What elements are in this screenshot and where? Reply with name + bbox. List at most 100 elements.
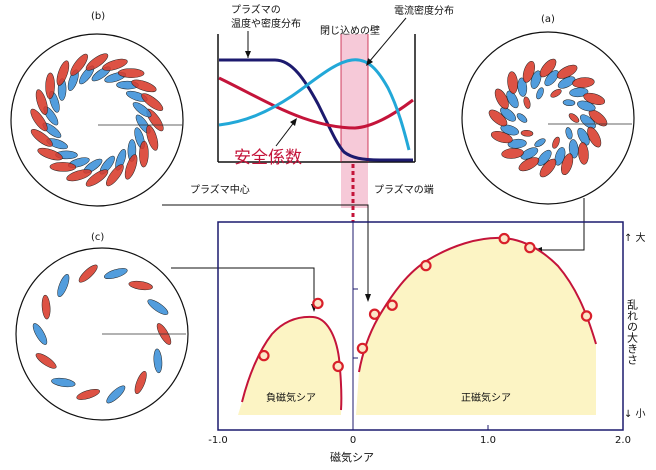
- vortex-blob-red: [35, 89, 48, 115]
- negative-shear-point: [258, 349, 270, 362]
- safety-factor-pointer: [275, 120, 296, 147]
- negative-shear-point: [312, 297, 324, 310]
- negative-shear-fill: [238, 316, 342, 415]
- vortex-blob-blue: [577, 100, 596, 112]
- current-density-arrowhead: [366, 58, 373, 66]
- vortex-blob-red: [56, 60, 70, 86]
- panel-c-label: (c): [91, 232, 104, 243]
- vortex-blob-red: [522, 60, 535, 83]
- x-tick-label: 2.0: [615, 435, 631, 446]
- profile-title-line1: プラズマの: [231, 3, 281, 16]
- positive-shear-point: [420, 259, 432, 272]
- vortex-blob-blue: [104, 268, 128, 280]
- vortex-blob-blue: [57, 273, 70, 298]
- panel-a-outline: [461, 31, 635, 205]
- vortex-blob-red: [124, 154, 138, 180]
- vortex-blob-blue: [500, 124, 519, 136]
- vortex-blob-blue: [577, 127, 590, 146]
- positive-shear-point: [524, 241, 536, 254]
- positive-shear-point: [368, 308, 381, 320]
- vortex-blob-blue: [51, 377, 76, 388]
- vortex-blob-blue: [507, 138, 527, 149]
- connector-lines: プラズマ中心 プラズマの端: [162, 183, 585, 312]
- vortex-blob-blue: [32, 323, 48, 345]
- current-density-label: 電流密度分布: [394, 4, 454, 17]
- panel-b-label: (b): [91, 11, 105, 22]
- vortex-blob-red: [30, 108, 48, 132]
- panel-b-vortices: [30, 53, 164, 187]
- vortex-blob-red: [70, 53, 88, 76]
- vortex-blob-red: [539, 158, 557, 178]
- vortex-panel-c: (c): [15, 232, 189, 421]
- vortex-blob-red: [583, 92, 606, 105]
- vortex-blob-red: [106, 164, 124, 187]
- chart-frame: [217, 221, 624, 431]
- vortex-blob-red: [507, 71, 518, 94]
- vortex-blob-red: [556, 64, 578, 79]
- temperature-density-curve: [219, 58, 413, 162]
- vortex-panel-a: (a): [461, 14, 635, 205]
- positive-shear-point: [498, 232, 510, 245]
- vortex-blob-red: [66, 169, 92, 182]
- vortex-blob-blue: [565, 127, 573, 140]
- vortex-blob-red: [102, 58, 128, 71]
- vortex-blob-red: [45, 72, 55, 100]
- data-markers: [258, 232, 593, 373]
- safety-factor-label: 安全係数: [234, 148, 302, 168]
- vortex-blob-blue: [132, 102, 152, 118]
- vortex-blob-red: [501, 148, 524, 159]
- vortex-blob-red: [488, 109, 508, 127]
- vortex-blob-red: [518, 157, 540, 172]
- negative-shear-label: 負磁気シア: [266, 391, 316, 404]
- vortex-blob-blue: [544, 70, 559, 87]
- plasma-center-arrowhead: [365, 294, 371, 302]
- positive-shear-label: 正磁気シア: [461, 391, 511, 404]
- turbulence-axis-small: ↓ 小: [624, 408, 646, 420]
- x-axis-title: 磁気シア: [330, 450, 374, 464]
- panel-a-label: (a): [541, 14, 555, 25]
- vortex-panel-b: (b): [10, 11, 184, 207]
- vortex-blob-red: [85, 53, 109, 71]
- vortex-blob-red: [49, 162, 77, 172]
- vortex-blob-red: [490, 131, 513, 144]
- vortex-blob-blue: [534, 138, 546, 148]
- vortex-blob-red: [578, 142, 589, 165]
- safety-factor-arrowhead: [290, 118, 297, 126]
- vortex-blob-red: [523, 96, 531, 109]
- vortex-blob-red: [494, 88, 509, 110]
- vortex-blob-blue: [530, 70, 542, 89]
- plasma-center-line: [162, 204, 369, 298]
- vortex-blob-red: [41, 294, 51, 320]
- panel-a-pointer: [538, 198, 585, 251]
- positive-shear-point: [356, 342, 369, 355]
- current-density-pointer: [368, 17, 407, 63]
- vortex-blob-blue: [153, 348, 163, 374]
- turbulence-axis-big: ↑ 大: [624, 231, 646, 244]
- vortex-blob-blue: [500, 107, 517, 122]
- vortex-blob-red: [131, 79, 157, 93]
- panel-c-pointer: [171, 267, 315, 308]
- positive-shear-fill: [356, 237, 596, 415]
- vortex-blob-red: [128, 280, 153, 291]
- x-tick-label: 1.0: [480, 435, 496, 446]
- turbulence-axis-label: 乱れの大きさ: [626, 299, 639, 365]
- vortex-blob-blue: [568, 139, 579, 159]
- vortex-blob-blue: [536, 87, 544, 100]
- profile-title-line2: 温度や密度分布: [231, 17, 301, 30]
- vortex-blob-blue: [557, 76, 576, 89]
- vortex-blob-red: [76, 388, 100, 400]
- plasma-center-label: プラズマ中心: [190, 183, 250, 196]
- vortex-blob-red: [85, 169, 109, 187]
- vortex-blob-red: [78, 264, 98, 283]
- vortex-blob-blue: [569, 87, 589, 98]
- x-tick-label: 0: [350, 435, 356, 446]
- vortex-blob-red: [572, 77, 595, 88]
- vortex-blob-red: [587, 126, 602, 148]
- vortex-blob-red: [561, 153, 574, 176]
- vortex-blob-red: [146, 125, 159, 151]
- vortex-blob-blue: [517, 77, 528, 97]
- vortex-blob-blue: [516, 113, 528, 123]
